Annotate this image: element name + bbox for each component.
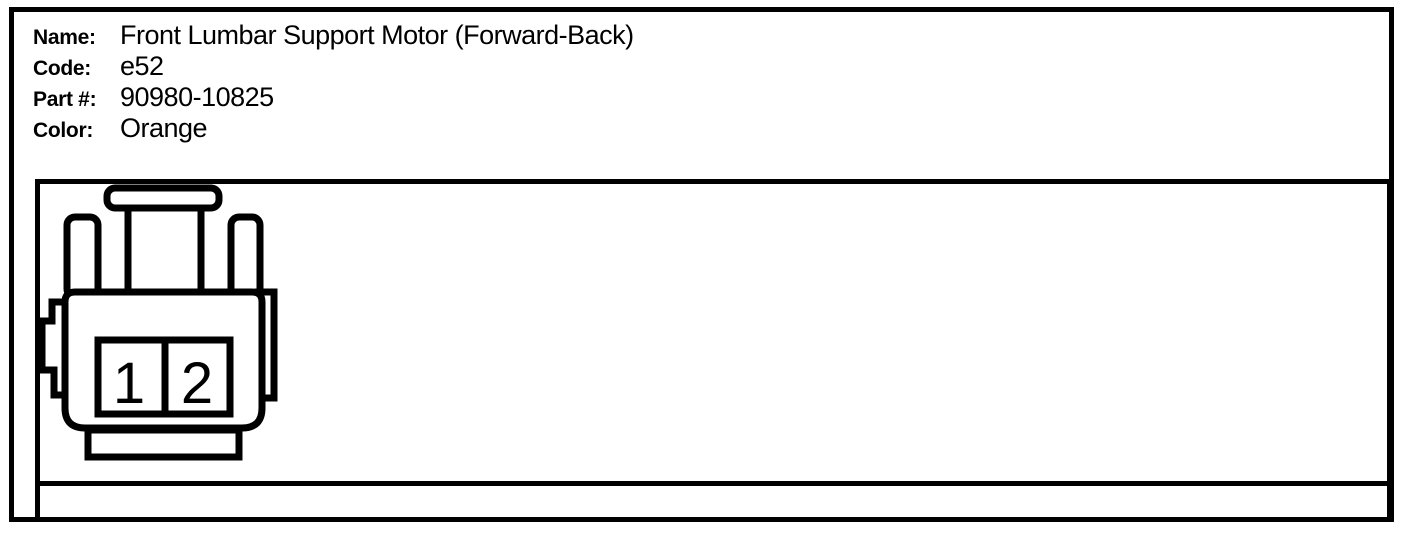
- info-row-part-number: Part #: 90980-10825: [33, 82, 634, 113]
- info-row-color: Color: Orange: [33, 113, 634, 144]
- connector-diagram-panel: [35, 179, 1392, 522]
- part-number-label: Part #:: [33, 88, 97, 111]
- name-label: Name:: [33, 26, 96, 49]
- code-value: e52: [120, 51, 164, 81]
- color-value: Orange: [120, 113, 208, 143]
- notes-strip: [40, 486, 1387, 517]
- panel-divider-line: [40, 481, 1387, 486]
- info-row-code: Code: e52: [33, 51, 634, 82]
- info-section: Name: Front Lumbar Support Motor (Forwar…: [33, 20, 634, 144]
- color-label: Color:: [33, 119, 94, 142]
- code-label: Code:: [33, 57, 91, 80]
- name-value: Front Lumbar Support Motor (Forward-Back…: [120, 20, 634, 50]
- part-number-value: 90980-10825: [120, 82, 274, 112]
- info-row-name: Name: Front Lumbar Support Motor (Forwar…: [33, 20, 634, 51]
